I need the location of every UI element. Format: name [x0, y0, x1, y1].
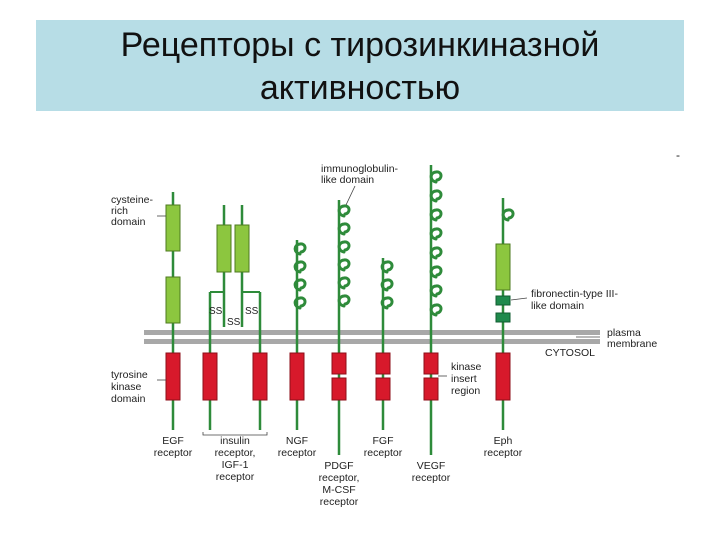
tyrosine-kinase-label-2: kinase [111, 381, 142, 393]
vegf-receptor-label-2: receptor [412, 472, 451, 484]
cytosol-label: CYTOSOL [545, 347, 595, 359]
eph-fibronectin-domain-upper [495, 295, 511, 306]
pdgf-receptor [331, 200, 351, 455]
egf-kinase-domain [165, 352, 181, 401]
pdgf-receptor-label-1: PDGF [324, 460, 353, 472]
pdgf-kinase-domain-upper [331, 352, 347, 375]
egf-cysteine-domain-upper [165, 204, 181, 252]
fgf-kinase-domain-upper [375, 352, 391, 375]
ngf-receptor-label-2: receptor [278, 447, 317, 459]
egf-receptor-label-2: receptor [154, 447, 193, 459]
ngf-receptor-label-1: NGF [286, 435, 308, 447]
insulin-kinase-domain-right [252, 352, 268, 401]
egf-receptor-label-1: EGF [162, 435, 184, 447]
fibronectin-label-2: like domain [531, 300, 584, 312]
pdgf-kinase-domain-lower [331, 377, 347, 401]
eph-kinase-domain [495, 352, 511, 401]
eph-fibronectin-domain-lower [495, 312, 511, 323]
fgf-kinase-domain-lower [375, 377, 391, 401]
fgf-receptor-label-1: FGF [373, 435, 394, 447]
insulin-kinase-domain-left [202, 352, 218, 401]
corner-mark: - [676, 148, 680, 162]
title-banner: Рецепторы с тирозинкиназной активностью [36, 20, 684, 111]
insulin-receptor-label-1: insulin [220, 435, 250, 447]
kinase-insert-label-1: kinase [451, 361, 482, 373]
cysteine-rich-label-1: cysteine- [111, 194, 154, 206]
page-title-line-2: активностью [259, 69, 461, 107]
vegf-kinase-domain-upper [423, 352, 439, 375]
insulin-receptor-label-2: receptor, [215, 447, 256, 459]
plasma-membrane-label-1: plasma [607, 327, 641, 339]
eph-receptor [495, 198, 515, 430]
insulin-cysteine-domain-left [216, 224, 232, 273]
eph-cysteine-domain [495, 243, 511, 291]
ngf-kinase-domain [289, 352, 305, 401]
insulin-cysteine-domain-right [234, 224, 250, 273]
immunoglobulin-label-2: like domain [321, 174, 374, 186]
cysteine-rich-label-3: domain [111, 216, 146, 228]
plasma-membrane [144, 330, 600, 344]
tyrosine-kinase-label-1: tyrosine [111, 369, 148, 381]
pdgf-receptor-label-4: receptor [320, 496, 359, 508]
insulin-receptor-label-3: IGF-1 [222, 459, 249, 471]
immunoglobulin-label-1: immunoglobulin- [321, 163, 399, 175]
eph-receptor-label-2: receptor [484, 447, 523, 459]
vegf-receptor-label-1: VEGF [417, 460, 446, 472]
pdgf-receptor-label-2: receptor, [319, 472, 360, 484]
fgf-receptor-label-2: receptor [364, 447, 403, 459]
vegf-kinase-domain-lower [423, 377, 439, 401]
disulfide-label-right: SS [245, 306, 259, 317]
eph-receptor-label-1: Eph [494, 435, 513, 447]
egf-receptor [165, 192, 181, 430]
disulfide-label-left: SS [209, 306, 223, 317]
leader-lines [157, 185, 600, 436]
fgf-receptor [375, 258, 394, 430]
plasma-membrane-label-2: membrane [607, 338, 657, 350]
kinase-insert-label-2: insert [451, 373, 477, 385]
vegf-receptor [423, 165, 443, 455]
egf-cysteine-domain-lower [165, 276, 181, 324]
page-title-line-1: Рецепторы с тирозинкиназной [120, 26, 600, 64]
insulin-receptor-label-4: receptor [216, 471, 255, 483]
cysteine-rich-label-2: rich [111, 205, 128, 217]
disulfide-label-middle: SS [227, 317, 241, 328]
kinase-insert-label-3: region [451, 385, 480, 397]
ngf-receptor [289, 240, 307, 430]
tyrosine-kinase-label-3: domain [111, 393, 146, 405]
pdgf-receptor-label-3: M-CSF [322, 484, 355, 496]
fibronectin-label-1: fibronectin-type III- [531, 288, 618, 300]
insulin-receptor [202, 205, 268, 430]
